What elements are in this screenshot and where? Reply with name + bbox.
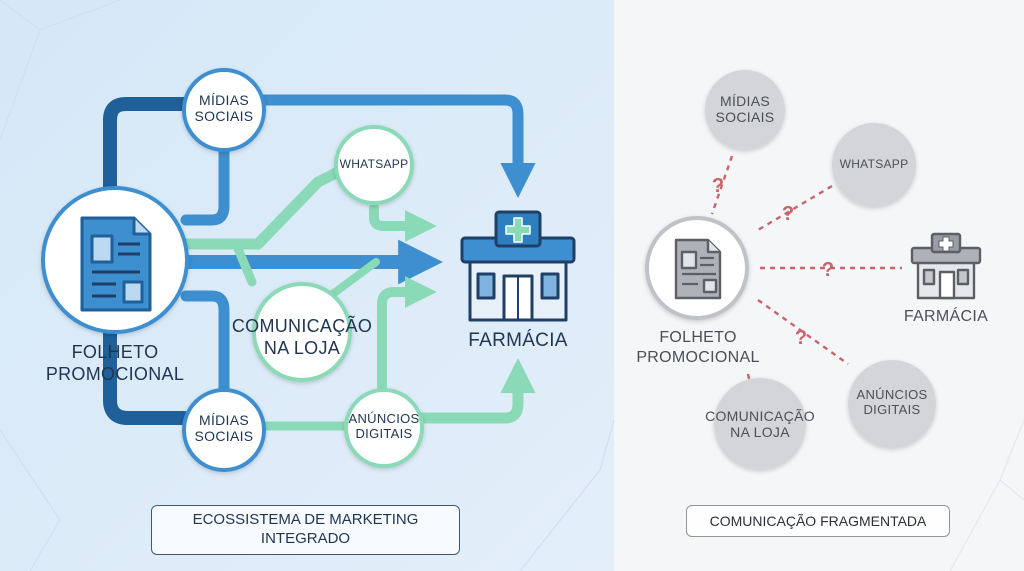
social-top-text: MÍDIAS SOCIAIS xyxy=(194,92,254,125)
pharmacy-label: FARMÁCIA xyxy=(460,330,576,352)
frag-pharmacy-text: FARMÁCIA xyxy=(903,308,989,325)
integrated-connectors xyxy=(103,94,536,431)
digital-ads-label: ANÚNCIOS DIGITAIS xyxy=(344,411,424,442)
whatsapp-text: WHATSAPP xyxy=(339,157,409,171)
question-mark: ? xyxy=(712,175,724,197)
question-mark: ? xyxy=(822,259,834,281)
question-mark: ? xyxy=(782,203,794,225)
social-bottom-text: MÍDIAS SOCIAIS xyxy=(194,412,254,445)
frag-store-label: COMUNICAÇÃO NA LOJA xyxy=(700,408,820,440)
frag-document-icon xyxy=(674,238,722,300)
pharmacy-text: FARMÁCIA xyxy=(468,330,568,351)
social-bottom-label: MÍDIAS SOCIAIS xyxy=(184,412,264,444)
store-comm-node xyxy=(252,282,352,382)
store-comm-label: COMUNICAÇÃO NA LOJA xyxy=(228,316,376,359)
frag-social-label: MÍDIAS SOCIAIS xyxy=(705,93,785,125)
frag-social-text: MÍDIAS SOCIAIS xyxy=(715,93,775,126)
frag-leaflet-label: FOLHETO PROMOCIONAL xyxy=(626,328,770,368)
frag-ads-label: ANÚNCIOS DIGITAIS xyxy=(848,387,936,418)
integrated-caption: ECOSSISTEMA DE MARKETING INTEGRADO xyxy=(192,511,419,547)
integrated-caption-box: ECOSSISTEMA DE MARKETING INTEGRADO xyxy=(151,505,460,555)
digital-ads-node xyxy=(344,388,424,468)
leaflet-label: FOLHETO PROMOCIONAL xyxy=(44,342,186,385)
frag-whatsapp-node xyxy=(832,123,916,207)
fragmented-dashed-links xyxy=(710,155,902,393)
pharmacy-icon xyxy=(460,210,576,322)
store-comm-text: COMUNICAÇÃO NA LOJA xyxy=(231,316,373,358)
social-top-node xyxy=(182,68,266,152)
document-icon xyxy=(80,216,152,312)
leaflet-text: FOLHETO PROMOCIONAL xyxy=(45,342,185,384)
fragmented-caption-box: COMUNICAÇÃO FRAGMENTADA xyxy=(686,505,950,537)
frag-leaflet-text: FOLHETO PROMOCIONAL xyxy=(636,329,760,366)
social-top-label: MÍDIAS SOCIAIS xyxy=(184,92,264,124)
question-mark: ? xyxy=(795,327,807,349)
frag-pharmacy-label: FARMÁCIA xyxy=(895,308,997,326)
decorative-lines xyxy=(0,0,615,571)
frag-social-node xyxy=(705,70,785,150)
frag-ads-text: ANÚNCIOS DIGITAIS xyxy=(856,387,928,417)
frag-store-text: COMUNICAÇÃO NA LOJA xyxy=(705,408,815,441)
frag-pharmacy-icon xyxy=(910,232,982,300)
frag-store-node xyxy=(714,378,806,470)
frag-whatsapp-text: WHATSAPP xyxy=(839,157,909,171)
whatsapp-node xyxy=(334,125,414,205)
fragmented-caption: COMUNICAÇÃO FRAGMENTADA xyxy=(709,513,927,529)
frag-whatsapp-label: WHATSAPP xyxy=(832,157,916,172)
digital-ads-text: ANÚNCIOS DIGITAIS xyxy=(348,411,420,441)
social-bottom-node xyxy=(182,388,266,472)
question-marks: ? ? ? ? xyxy=(712,175,834,349)
frag-ads-node xyxy=(848,360,936,448)
whatsapp-label: WHATSAPP xyxy=(336,157,412,172)
